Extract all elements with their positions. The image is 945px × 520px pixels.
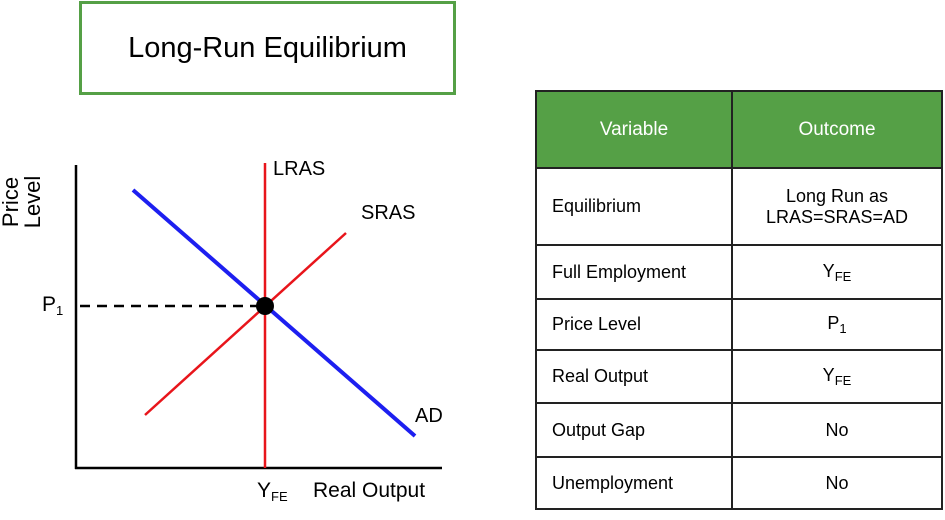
table-row: Real Output YFE — [535, 349, 943, 404]
outcome-cell: No — [731, 402, 943, 458]
price-label: P1 — [42, 293, 64, 318]
table-header-row: Variable Outcome — [535, 90, 943, 169]
ad-curve — [131, 188, 417, 438]
table-row: Full Employment YFE — [535, 244, 943, 300]
variable-cell: Price Level — [535, 298, 733, 351]
outcome-cell: P1 — [731, 298, 943, 351]
sras-curve — [144, 232, 347, 416]
table-row: Unemployment No — [535, 456, 943, 510]
outcome-cell: YFE — [731, 244, 943, 300]
variable-cell: Output Gap — [535, 402, 733, 458]
variable-cell: Real Output — [535, 349, 733, 404]
output-label: YFE — [257, 479, 288, 504]
variable-cell: Unemployment — [535, 456, 733, 510]
outcome-table: Variable Outcome Equilibrium Long Run as… — [535, 90, 943, 510]
header-variable: Variable — [535, 90, 733, 169]
y-label-line1: Price — [0, 176, 23, 228]
variable-cell: Equilibrium — [535, 167, 733, 246]
ad-label: AD — [415, 405, 443, 427]
x-axis-label: Real Output — [313, 479, 426, 502]
table-row: Output Gap No — [535, 402, 943, 458]
table-row: Price Level P1 — [535, 298, 943, 351]
y-label-line2: Level — [20, 175, 45, 229]
sras-label: SRAS — [361, 202, 416, 224]
outcome-cell: YFE — [731, 349, 943, 404]
variable-cell: Full Employment — [535, 244, 733, 300]
page-title: Long-Run Equilibrium — [79, 1, 456, 95]
header-outcome: Outcome — [731, 90, 943, 169]
lras-label: LRAS — [273, 158, 326, 180]
equilibrium-point — [256, 297, 274, 315]
outcome-cell: No — [731, 456, 943, 510]
